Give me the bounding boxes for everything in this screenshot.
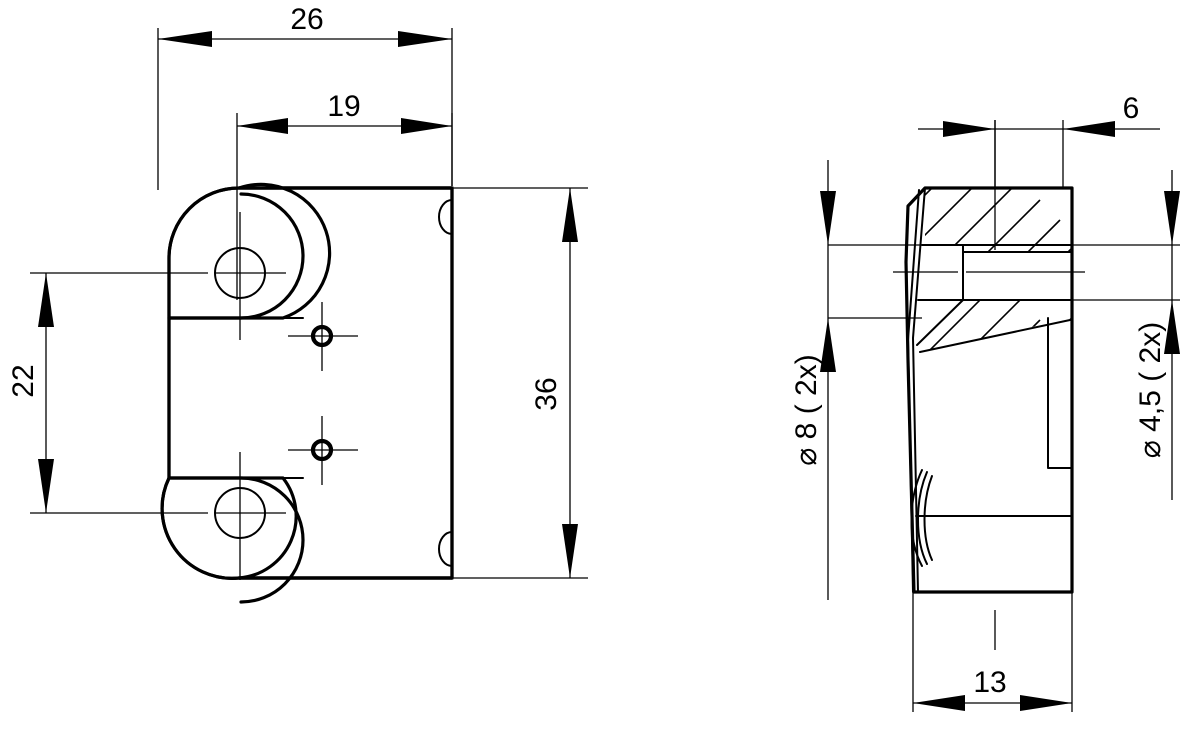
- side-view-group: 6 13 ⌀ 8 ( 2x) ⌀ 4,5 ( 2x): [790, 92, 1180, 712]
- arrow-26-right-icon: [398, 31, 452, 47]
- arrow-6-left-icon: [943, 121, 995, 137]
- dimension-label-36: 36: [530, 377, 563, 410]
- arrow-36-bottom-icon: [562, 524, 578, 578]
- right-edge-notch-top-icon: [438, 199, 453, 235]
- side-view-left-wall-inner: [912, 187, 926, 593]
- side-view-right-recess: [1047, 317, 1073, 469]
- front-view-lower-ear: [160, 476, 454, 604]
- arrow-22-top-icon: [38, 273, 54, 327]
- arrow-d8-bottom-icon: [820, 318, 836, 372]
- arrow-d45-top-icon: [1164, 191, 1180, 245]
- front-view-outline: [160, 182, 454, 580]
- arrow-26-left-icon: [158, 31, 212, 47]
- arrow-d8-top-icon: [820, 191, 836, 245]
- dimension-label-19: 19: [327, 90, 360, 123]
- arrow-13-left-icon: [913, 695, 965, 711]
- front-view-profile: [167, 186, 454, 320]
- arrow-19-right-icon: [401, 118, 452, 134]
- arrow-19-left-icon: [237, 118, 288, 134]
- thread-relief-oval-2-icon: [917, 471, 928, 565]
- section-hatch-lower: [913, 300, 1072, 352]
- centerline-threaded-hole-lower: [288, 416, 358, 485]
- dimension-label-d8: ⌀ 8 ( 2x): [790, 354, 823, 465]
- arrow-13-right-icon: [1020, 695, 1072, 711]
- dimension-label-6: 6: [1123, 92, 1140, 125]
- section-hatch-upper: [925, 188, 1072, 252]
- thread-relief-oval-3-icon: [923, 475, 933, 561]
- dimension-label-13: 13: [973, 666, 1006, 699]
- front-view-group: 26 19 22 36: [7, 3, 588, 604]
- arrow-22-bottom-icon: [38, 459, 54, 513]
- dimension-label-22: 22: [7, 364, 40, 397]
- arrow-6-right-icon: [1063, 121, 1115, 137]
- thread-relief-oval-1-icon: [910, 469, 923, 567]
- right-edge-notch-bottom-icon: [438, 531, 453, 567]
- arrow-36-top-icon: [562, 188, 578, 242]
- section-lower-block-outline: [916, 299, 1073, 353]
- dimension-label-26: 26: [290, 3, 323, 36]
- dimension-label-d45: ⌀ 4,5 ( 2x): [1134, 322, 1167, 458]
- arrow-d45-bottom-icon: [1164, 300, 1180, 354]
- centerline-threaded-hole-upper: [288, 302, 358, 371]
